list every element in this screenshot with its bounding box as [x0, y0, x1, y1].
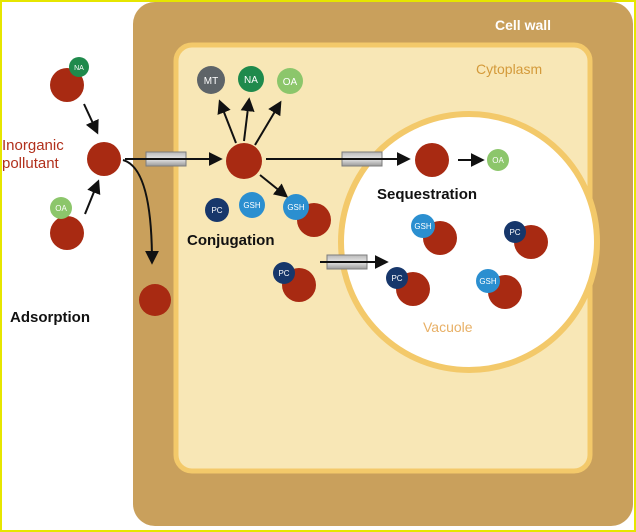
- vacuole-pc-complex-2: PC: [386, 267, 430, 306]
- oa-molecule: OA: [277, 68, 303, 94]
- cytoplasmic-pollutant: [226, 143, 262, 179]
- vacuole-gsh-label-2: GSH: [479, 277, 497, 286]
- pc-label: PC: [211, 206, 222, 215]
- oa-label-outside: OA: [55, 204, 67, 213]
- sequestration-label: Sequestration: [377, 186, 477, 203]
- cell-wall-label: Cell wall: [495, 17, 551, 33]
- mt-molecule: MT: [197, 66, 225, 94]
- na-label: NA: [244, 75, 258, 86]
- inorganic-pollutant-label-line1: Inorganic: [2, 137, 64, 154]
- mt-label: MT: [204, 76, 218, 87]
- gsh-label: GSH: [243, 201, 261, 210]
- arrow-to-mt: [217, 99, 237, 144]
- adsorption-label: Adsorption: [10, 309, 90, 326]
- vacuolar-pollutant: [415, 143, 449, 177]
- pc-pollutant-complex: PC: [273, 262, 316, 302]
- inorganic-pollutant-ion: [87, 142, 121, 176]
- vacuole-gsh-complex-1: GSH: [411, 214, 457, 255]
- vacuole-pc-label-1: PC: [509, 228, 520, 237]
- gsh-molecule: GSH: [239, 192, 265, 218]
- arrow-to-na: [240, 97, 255, 142]
- vacuole: [338, 111, 600, 373]
- vacuole-gsh-label-1: GSH: [414, 222, 432, 231]
- gsh-pollutant-complex: GSH: [283, 194, 331, 237]
- pc-molecule: PC: [205, 198, 229, 222]
- vacuole-label: Vacuole: [423, 319, 473, 335]
- arrow-to-oa: [254, 100, 282, 146]
- na-label-outside: NA: [74, 65, 84, 72]
- vacuole-pc-label-2: PC: [391, 274, 402, 283]
- arrow-na-to-ion: [83, 103, 99, 135]
- gsh-complex-label: GSH: [287, 203, 305, 212]
- oa-label: OA: [283, 77, 298, 88]
- vacuole-pc-complex-1: PC: [504, 221, 548, 259]
- conjugation-label: Conjugation: [187, 232, 274, 249]
- inorganic-pollutant-label-line2: pollutant: [2, 155, 60, 172]
- cytoplasm-label: Cytoplasm: [476, 61, 542, 77]
- pollutant-with-na: NA: [50, 57, 89, 102]
- arrow-adsorption: [122, 159, 159, 265]
- pc-complex-label: PC: [278, 269, 289, 278]
- vacuole-oa-molecule: OA: [487, 149, 509, 171]
- vacuole-oa-label: OA: [492, 156, 504, 165]
- vacuole-gsh-complex-2: GSH: [476, 269, 522, 309]
- arrow-oa-to-ion: [84, 179, 101, 215]
- adsorbed-pollutant: [139, 284, 171, 316]
- pollutant-with-oa: OA: [50, 197, 84, 250]
- na-molecule: NA: [238, 66, 264, 92]
- arrow-to-gsh-complex: [259, 174, 289, 198]
